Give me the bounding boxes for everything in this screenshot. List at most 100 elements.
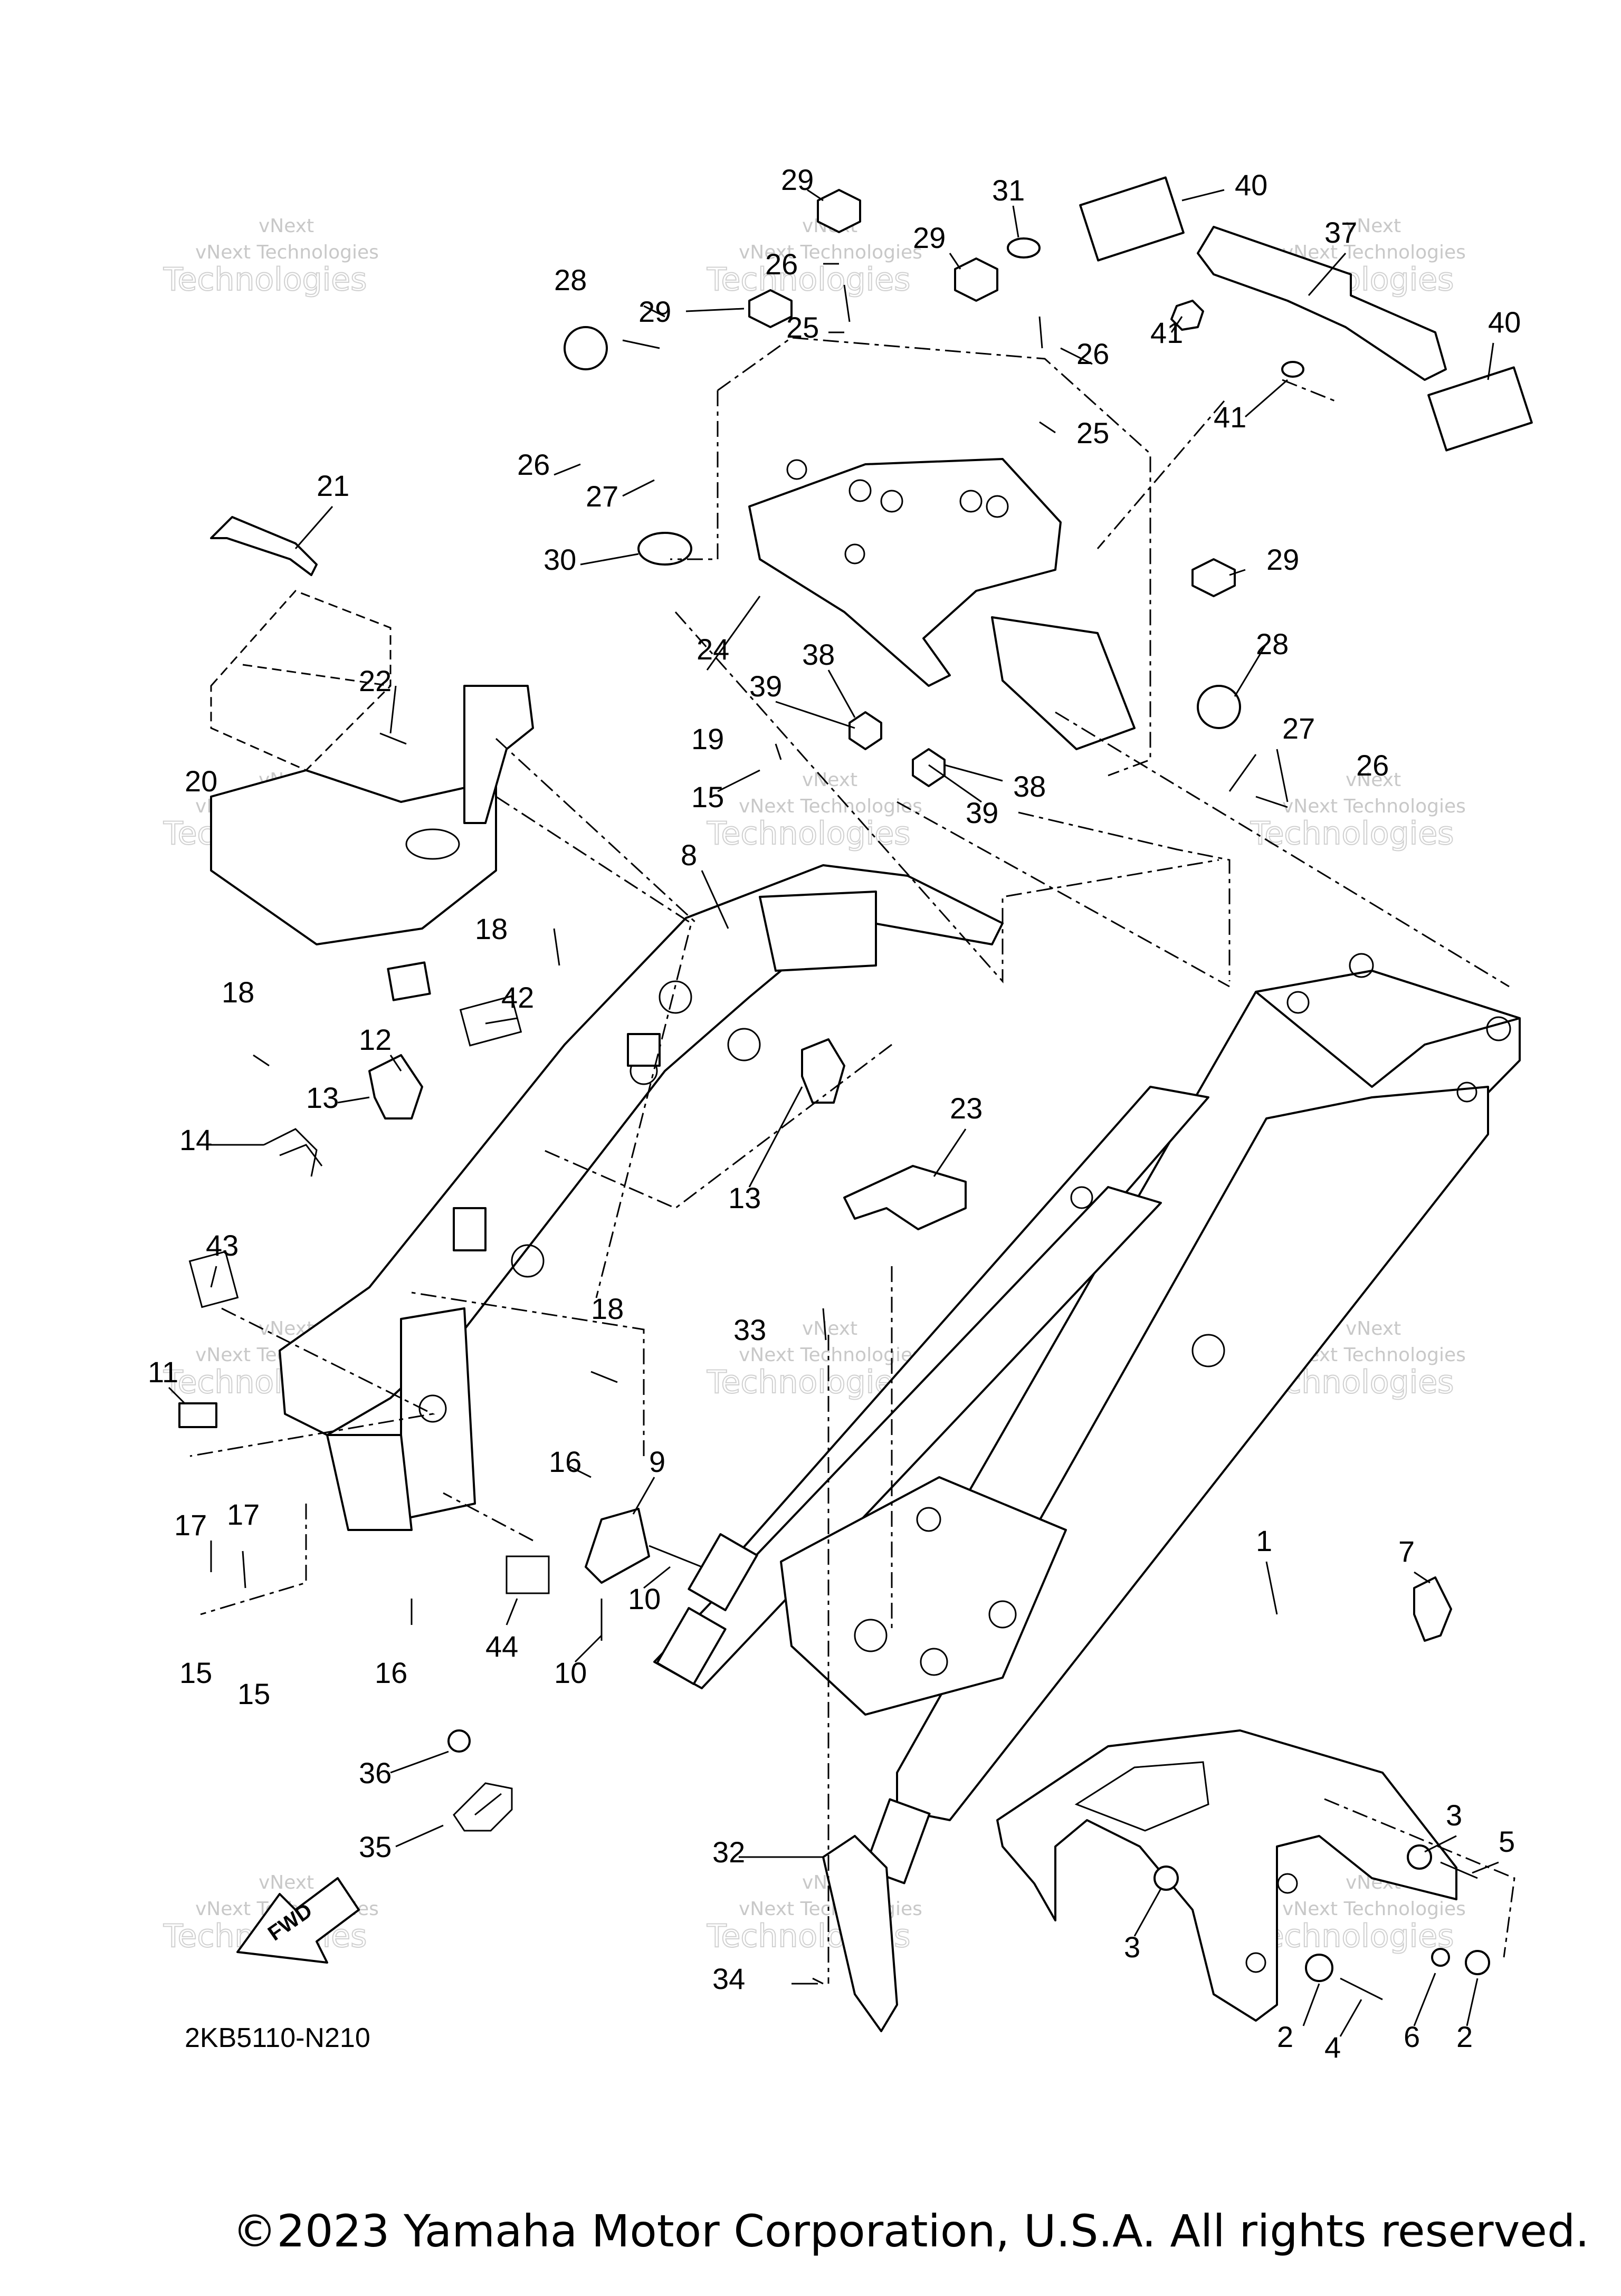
watermark-line2: vNext Technologies: [739, 242, 922, 263]
callout-label: 26: [517, 448, 550, 481]
watermark: vNext vNext Technologies Technologies: [706, 769, 922, 853]
callout-label: 3: [1124, 1930, 1140, 1964]
callout-label: 24: [697, 633, 729, 666]
callout-label: 33: [733, 1313, 766, 1346]
watermark-line1: vNext: [259, 1872, 314, 1893]
watermark-line2: vNext Technologies: [1282, 242, 1466, 263]
callout-label: 19: [691, 722, 724, 755]
watermark: vNext vNext Technologies Technologies: [1250, 769, 1466, 853]
callout-label: 40: [1488, 305, 1521, 339]
callout-label: 27: [1282, 712, 1315, 745]
tail-cover: [748, 458, 1136, 750]
callout-label: 26: [765, 247, 798, 281]
callout-label: 44: [485, 1630, 518, 1663]
callout-label: 7: [1398, 1535, 1415, 1568]
callout-label: 31: [992, 174, 1025, 207]
rear-frame: [653, 953, 1521, 1884]
watermark-line3: Technologies: [1250, 815, 1454, 852]
watermark-line2: vNext Technologies: [1282, 1898, 1466, 1920]
watermark-line3: Technologies: [707, 261, 910, 298]
callout-label: 15: [179, 1656, 212, 1689]
callout-label: 22: [359, 664, 392, 697]
callout-label: 26: [1356, 749, 1389, 782]
callout-label: 41: [1214, 400, 1246, 434]
callout-label: 8: [681, 838, 697, 872]
callout-label: 9: [649, 1445, 665, 1478]
callout-label: 28: [554, 263, 587, 296]
callout-label: 16: [375, 1656, 407, 1689]
callout-label: 38: [1013, 770, 1046, 803]
callout-label: 4: [1324, 2031, 1341, 2064]
callout-label: 13: [728, 1181, 761, 1214]
watermark: vNext vNext Technologies Technologies: [706, 215, 922, 299]
callout-label: 14: [179, 1123, 212, 1156]
callout-label: 6: [1404, 2020, 1420, 2053]
watermark-line2: vNext Technologies: [1282, 796, 1466, 817]
copyright-notice: ©2023 Yamaha Motor Corporation, U.S.A. A…: [232, 2205, 1589, 2257]
callout-label: 39: [966, 796, 998, 829]
callout-label: 40: [1235, 168, 1267, 202]
watermark-line3: Technologies: [1250, 1918, 1454, 1955]
callout-label: 25: [786, 311, 819, 344]
diagram-code: 2KB5110-N210: [185, 2023, 370, 2053]
callout-label: 27: [586, 480, 618, 513]
callout-label: 13: [306, 1081, 339, 1114]
leader-lines: [168, 189, 1499, 2037]
watermark-line2: vNext Technologies: [739, 796, 922, 817]
callout-label: 35: [359, 1830, 392, 1863]
small-parts: [178, 176, 1533, 2032]
callout-label: 5: [1499, 1825, 1515, 1858]
callout-label: 39: [749, 669, 782, 703]
callout-label: 38: [802, 638, 835, 671]
callout-label: 2: [1456, 2020, 1473, 2053]
front-fender: [996, 1729, 1457, 2022]
callout-label: 18: [591, 1292, 624, 1325]
watermark-line1: vNext: [802, 769, 857, 791]
watermark: vNext vNext Technologies Technologies: [1250, 1872, 1466, 1955]
watermark-line3: Technologies: [707, 815, 910, 852]
watermark-line1: vNext: [1346, 1318, 1401, 1340]
callout-label: 18: [222, 975, 254, 1009]
callout-label: 10: [554, 1656, 587, 1689]
callout-label: 17: [227, 1498, 260, 1531]
callout-label: 3: [1446, 1798, 1462, 1832]
callout-label: 36: [359, 1756, 392, 1790]
callout-label: 43: [206, 1229, 239, 1262]
callout-label: 15: [691, 780, 724, 814]
callout-label: 18: [475, 912, 508, 945]
callout-label: 1: [1256, 1524, 1272, 1557]
guide-lines: [189, 337, 1515, 1984]
watermark-line2: vNext Technologies: [195, 242, 379, 263]
callout-label: 28: [1256, 627, 1289, 661]
battery-box: [210, 516, 534, 945]
fwd-arrow-icon: FWD: [236, 1877, 360, 1964]
callout-label: 32: [712, 1835, 745, 1869]
callout-label: 42: [501, 981, 534, 1014]
callout-label: 30: [543, 543, 576, 576]
callout-label: 29: [913, 221, 946, 254]
callout-label: 12: [359, 1023, 392, 1056]
callout-label: 23: [950, 1092, 983, 1125]
watermark-line3: Technologies: [163, 261, 367, 298]
rear-fender: [279, 864, 1004, 1531]
callout-label: 37: [1324, 216, 1357, 249]
callouts: 1 2 2 3 3 4 5 6 7 8 9 10 10 11 12 13 13 …: [148, 163, 1521, 2064]
callout-label: 34: [712, 1962, 745, 1995]
callout-label: 11: [148, 1355, 178, 1389]
watermark-line1: vNext: [1346, 215, 1401, 237]
watermark: vNext vNext Technologies Technologies: [163, 215, 379, 299]
callout-label: 29: [1266, 543, 1299, 576]
callout-label: 21: [317, 469, 349, 502]
watermark-line2: vNext Technologies: [739, 1898, 922, 1920]
watermark-line1: vNext: [1346, 769, 1401, 791]
callout-label: 16: [549, 1445, 581, 1478]
callout-label: 17: [174, 1508, 207, 1542]
callout-label: 26: [1076, 337, 1109, 370]
watermark-line1: vNext: [802, 1318, 857, 1340]
watermark-line1: vNext: [259, 215, 314, 237]
callout-label: 20: [185, 764, 217, 798]
callout-label: 2: [1277, 2020, 1293, 2053]
callout-label: 25: [1076, 416, 1109, 449]
watermark-line2: vNext Technologies: [739, 1344, 922, 1366]
